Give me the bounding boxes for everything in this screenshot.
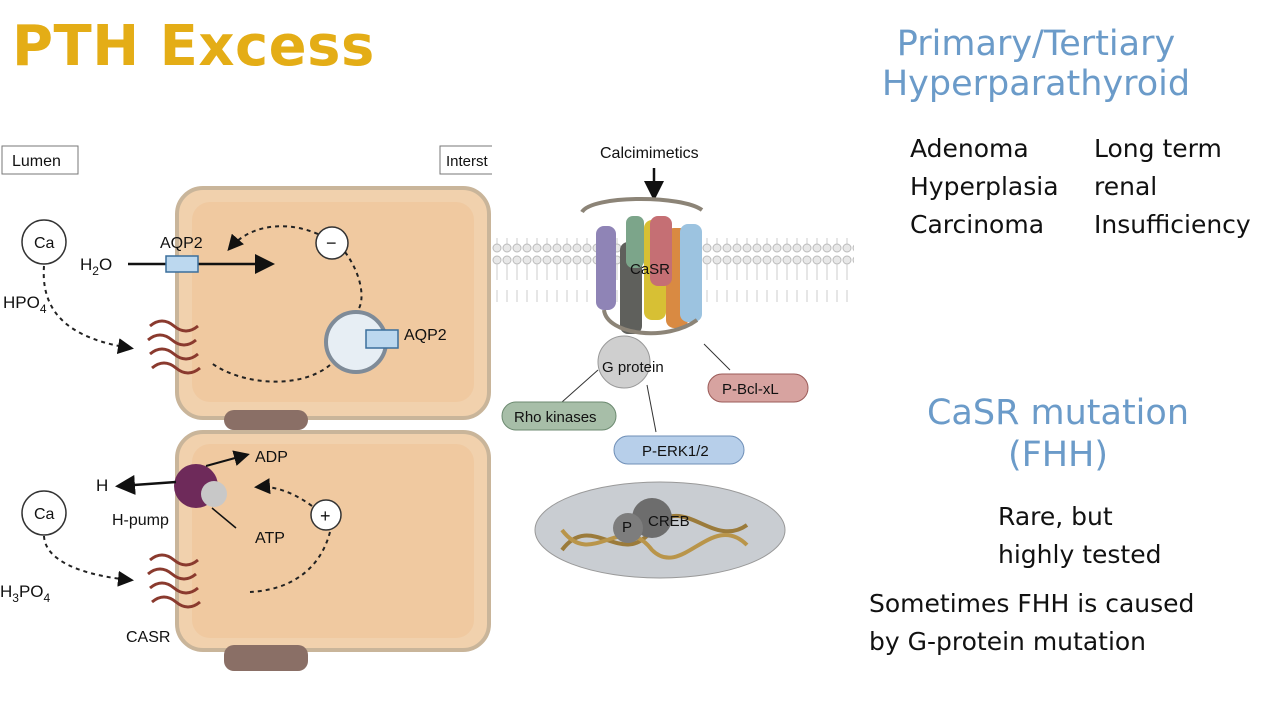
stimulate-circle bbox=[310, 499, 342, 531]
bottom-ca-label: Ca bbox=[34, 506, 55, 523]
creb-label: CREB bbox=[648, 513, 690, 530]
g-protein bbox=[597, 335, 651, 389]
casr-receptor bbox=[147, 553, 201, 609]
casr-heading: CaSR mutation (FHH) bbox=[900, 392, 1216, 476]
slide-title: PTH Excess bbox=[12, 14, 375, 79]
bottom-phosphate-label: H3PO4 bbox=[0, 582, 51, 605]
rho-kinases-label: Rho kinases bbox=[514, 409, 597, 426]
list-item: renal bbox=[1094, 172, 1158, 201]
casr-footnote: Sometimes FHH is caused by G-protein mut… bbox=[869, 585, 1194, 661]
aqp2-vesicle-label: AQP2 bbox=[404, 327, 447, 344]
casr-label: CASR bbox=[126, 629, 170, 646]
erk-label: P-ERK1/2 bbox=[642, 443, 709, 460]
aqp2-channel-membrane bbox=[165, 255, 199, 273]
h-label: H bbox=[96, 476, 108, 495]
water-label: H2O bbox=[80, 255, 112, 278]
list-item: Hyperplasia bbox=[910, 172, 1059, 201]
aqp2-top-label: AQP2 bbox=[160, 235, 203, 252]
stimulate-sign: + bbox=[320, 506, 331, 526]
calcimimetics-label: Calcimimetics bbox=[600, 145, 699, 162]
p-label: P bbox=[622, 519, 632, 536]
interstitium-label-box bbox=[439, 145, 492, 175]
casr-footnote-line2: by G-protein mutation bbox=[869, 627, 1147, 656]
casr-note-line2: highly tested bbox=[998, 540, 1162, 569]
causes-left-list: Adenoma Hyperplasia Carcinoma bbox=[910, 130, 1059, 244]
top-receptor bbox=[147, 319, 201, 375]
h-pump-label: H-pump bbox=[112, 512, 169, 529]
inhibit-sign: − bbox=[326, 233, 337, 253]
list-item: Long term bbox=[1094, 134, 1222, 163]
list-item: Adenoma bbox=[910, 134, 1029, 163]
bcl-badge bbox=[707, 373, 809, 403]
bottom-ca-circle bbox=[21, 490, 67, 536]
atp-label: ATP bbox=[255, 530, 285, 547]
casr-note-line1: Rare, but bbox=[998, 502, 1113, 531]
primary-heading-line2: Hyperparathyroid bbox=[881, 64, 1191, 104]
casr-heading-line1: CaSR mutation bbox=[926, 393, 1190, 433]
rho-kinases-badge bbox=[501, 401, 617, 431]
primary-heading: Primary/Tertiary Hyperparathyroid bbox=[858, 24, 1214, 104]
kidney-cell-diagram: Lumen Interst Ca HPO4 H2O AQP2 − AQP2 Ca… bbox=[0, 130, 492, 675]
casr-heading-line2: (FHH) bbox=[1007, 435, 1109, 475]
casr-signaling-diagram: Calcimimetics CaSR G protein Rho kinases… bbox=[492, 145, 854, 579]
inhibit-circle bbox=[315, 226, 349, 260]
lumen-label: Lumen bbox=[12, 153, 61, 170]
causes-right-list: Long term renal Insufficiency bbox=[1094, 130, 1251, 244]
top-phosphate-label: HPO4 bbox=[3, 293, 47, 316]
casr-footnote-line1: Sometimes FHH is caused bbox=[869, 589, 1195, 618]
erk-badge bbox=[613, 435, 745, 465]
interstitium-label: Interst bbox=[446, 153, 489, 170]
list-item: Carcinoma bbox=[910, 210, 1045, 239]
top-ca-arrow bbox=[42, 265, 134, 355]
list-item: Insufficiency bbox=[1094, 210, 1251, 239]
aqp2-vesicle-channel bbox=[365, 329, 399, 349]
casr-note: Rare, but highly tested bbox=[998, 498, 1161, 574]
primary-heading-line1: Primary/Tertiary bbox=[896, 24, 1176, 64]
g-protein-label: G protein bbox=[602, 359, 664, 376]
lumen-label-box bbox=[1, 145, 79, 175]
top-ca-label: Ca bbox=[34, 235, 55, 252]
bcl-label: P-Bcl-xL bbox=[722, 381, 779, 398]
adp-label: ADP bbox=[255, 449, 288, 466]
top-ca-circle bbox=[21, 219, 67, 265]
casr-receptor-label: CaSR bbox=[630, 261, 670, 278]
